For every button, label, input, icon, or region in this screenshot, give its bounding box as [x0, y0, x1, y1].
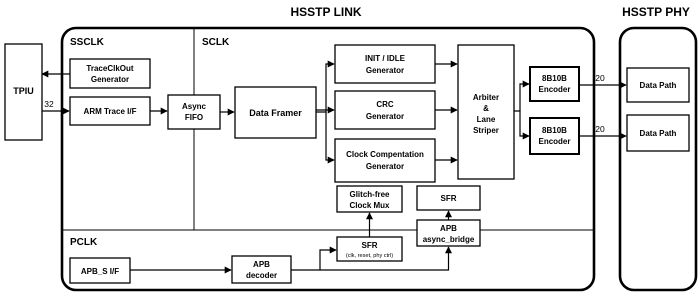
apb-s-if-label: APB_S I/F — [81, 267, 119, 276]
data-path-2-block: Data Path — [626, 114, 690, 152]
glitch-mux-label-2: Clock Mux — [349, 201, 390, 210]
encoder-2-label-2: Encoder — [538, 137, 570, 146]
traceclkout-label-2: Generator — [91, 75, 129, 84]
apb-bridge-label-1: APB — [440, 224, 457, 233]
hsstp-link-title: HSSTP LINK — [290, 5, 361, 19]
sfr-bottom-label-2: (clk, reset, phy ctrl) — [346, 253, 393, 259]
data-path-1-block: Data Path — [626, 67, 690, 103]
lane1-width-label: 20 — [595, 73, 605, 83]
encoder-1-block: 8B10B Encoder — [529, 66, 580, 102]
clock-comp-label-2: Generator — [366, 162, 404, 171]
init-idle-label-2: Generator — [366, 66, 404, 75]
hsstp-phy-boundary — [618, 26, 698, 292]
init-idle-label-1: INIT / IDLE — [365, 54, 406, 63]
crc-label-1: CRC — [376, 100, 394, 109]
framer-to-clockcomp-arrow — [325, 112, 335, 164]
crc-generator-block: CRC Generator — [334, 90, 436, 130]
sfr-bottom-label-1: SFR — [362, 241, 378, 250]
pclk-label: PCLK — [70, 237, 98, 248]
decoder-to-sfr-arrow — [291, 246, 337, 271]
glitch-mux-label-1: Glitch-free — [349, 190, 390, 199]
async-fifo-label-2: FIFO — [185, 113, 203, 122]
lane2-width-label: 20 — [595, 124, 605, 134]
arm-trace-if-label: ARM Trace I/F — [84, 107, 137, 116]
arbiter-label-1: Arbiter — [473, 93, 499, 102]
crc-label-2: Generator — [366, 112, 404, 121]
encoder-1-label-2: Encoder — [538, 85, 570, 94]
arm-trace-if-block: ARM Trace I/F — [69, 96, 151, 126]
tpiu-label: TPIU — [13, 86, 34, 96]
traceclkout-generator-block: TraceClkOut Generator — [69, 58, 151, 89]
sfr-bottom-block: SFR (clk, reset, phy ctrl) — [336, 236, 403, 262]
init-idle-generator-block: INIT / IDLE Generator — [334, 44, 436, 84]
ssclk-label: SSCLK — [70, 37, 105, 48]
apb-s-if-block: APB_S I/F — [69, 257, 131, 284]
traceclkout-label-1: TraceClkOut — [86, 64, 133, 73]
apb-decoder-block: APB decoder — [231, 255, 292, 284]
decoder-to-bridge-arrow — [320, 246, 452, 271]
sfr-top-block: SFR — [416, 185, 481, 211]
apb-bridge-label-2: async_bridge — [423, 235, 475, 244]
encoder-2-label-1: 8B10B — [542, 126, 567, 135]
sfr-top-label: SFR — [441, 194, 457, 203]
sclk-label: SCLK — [202, 37, 230, 48]
apb-decoder-label-2: decoder — [246, 271, 277, 280]
apb-decoder-label-1: APB — [253, 260, 270, 269]
hsstp-link-boundary — [60, 26, 596, 292]
async-fifo-label-1: Async — [182, 102, 207, 111]
hsstp-phy-title: HSSTP PHY — [622, 5, 690, 19]
tpiu-block: TPIU — [4, 43, 43, 141]
data-path-2-label: Data Path — [640, 129, 677, 138]
data-path-1-label: Data Path — [640, 81, 677, 90]
apb-async-bridge-block: APB async_bridge — [416, 219, 481, 247]
encoder-1-label-1: 8B10B — [542, 74, 567, 83]
bus-width-32-label: 32 — [44, 99, 54, 109]
arbiter-label-3: Lane — [477, 115, 496, 124]
arbiter-lane-striper-block: Arbiter & Lane Striper — [457, 44, 515, 180]
arbiter-label-2: & — [483, 104, 489, 113]
clock-compensation-generator-block: Clock Compentation Generator — [334, 138, 436, 183]
glitch-free-clock-mux-block: Glitch-free Clock Mux — [336, 185, 403, 213]
async-fifo-block: Async FIFO — [167, 94, 221, 130]
data-framer-block: Data Framer — [234, 86, 317, 139]
arbiter-to-encoder1-arrow — [514, 80, 530, 112]
encoder-2-block: 8B10B Encoder — [529, 117, 580, 155]
arbiter-label-4: Striper — [473, 126, 499, 135]
data-framer-label: Data Framer — [249, 108, 302, 118]
framer-to-init-arrow — [316, 60, 335, 113]
clock-comp-label-1: Clock Compentation — [346, 150, 424, 159]
arbiter-to-encoder2-arrow — [519, 111, 530, 140]
